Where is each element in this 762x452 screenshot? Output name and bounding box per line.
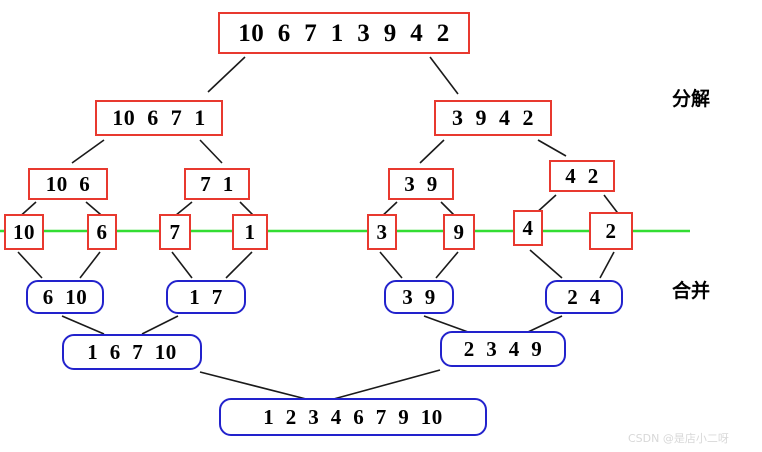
connector-m1b-to-m2a	[141, 315, 179, 335]
connector-l1-to-l2a	[71, 139, 105, 164]
split-node-l2a: 10 6	[28, 168, 108, 200]
merge-node-m2a: 1 6 7 10	[62, 334, 202, 370]
connector-leaf10-to-m1a	[17, 251, 43, 279]
connector-leaf7-to-m1b	[171, 251, 193, 279]
decompose-phase-label: 分解	[672, 88, 711, 110]
split-node-leaf3: 3	[367, 214, 397, 250]
split-node-leaf1: 1	[232, 214, 268, 250]
split-node-l2b: 7 1	[184, 168, 250, 200]
merge-node-m1a: 6 10	[26, 280, 104, 314]
merge-node-m1d: 2 4	[545, 280, 623, 314]
connector-m2a-to-final	[199, 371, 311, 401]
split-node-r1: 3 9 4 2	[434, 100, 552, 136]
split-node-leaf6: 6	[87, 214, 117, 250]
split-node-r2a: 3 9	[388, 168, 454, 200]
merge-node-m1b: 1 7	[166, 280, 246, 314]
split-node-root: 10 6 7 1 3 9 4 2	[218, 12, 470, 54]
split-node-r2b: 4 2	[549, 160, 615, 192]
connector-r1-to-r2a	[419, 139, 445, 164]
connector-m1d-to-m2b	[527, 315, 563, 333]
connector-root-to-r1	[429, 56, 459, 95]
connector-m2b-to-final	[329, 369, 441, 401]
connector-m1c-to-m2b	[423, 315, 469, 333]
connector-m1a-to-m2a	[61, 315, 105, 335]
split-node-leaf10: 10	[4, 214, 44, 250]
csdn-watermark: CSDN @是店小二呀	[628, 432, 729, 445]
merge-phase-label: 合并	[672, 280, 711, 302]
split-node-leaf7: 7	[159, 214, 191, 250]
connector-leaf4-to-m1d	[529, 249, 563, 279]
split-node-leaf4: 4	[513, 210, 543, 246]
connector-leaf1-to-m1b	[225, 251, 253, 279]
connector-leaf9-to-m1c	[435, 251, 459, 279]
connector-root-to-l1	[207, 56, 246, 93]
connector-leaf2-to-m1d	[599, 251, 615, 279]
merge-node-final: 1 2 3 4 6 7 9 10	[219, 398, 487, 436]
split-node-leaf9: 9	[443, 214, 475, 250]
connector-leaf6-to-m1a	[79, 251, 101, 279]
connector-r1-to-r2b	[537, 139, 567, 157]
connector-l1-to-l2b	[199, 139, 223, 164]
split-node-leaf2: 2	[589, 212, 633, 250]
connector-leaf3-to-m1c	[379, 251, 403, 279]
split-node-l1: 10 6 7 1	[95, 100, 223, 136]
merge-node-m2b: 2 3 4 9	[440, 331, 566, 367]
merge-node-m1c: 3 9	[384, 280, 454, 314]
